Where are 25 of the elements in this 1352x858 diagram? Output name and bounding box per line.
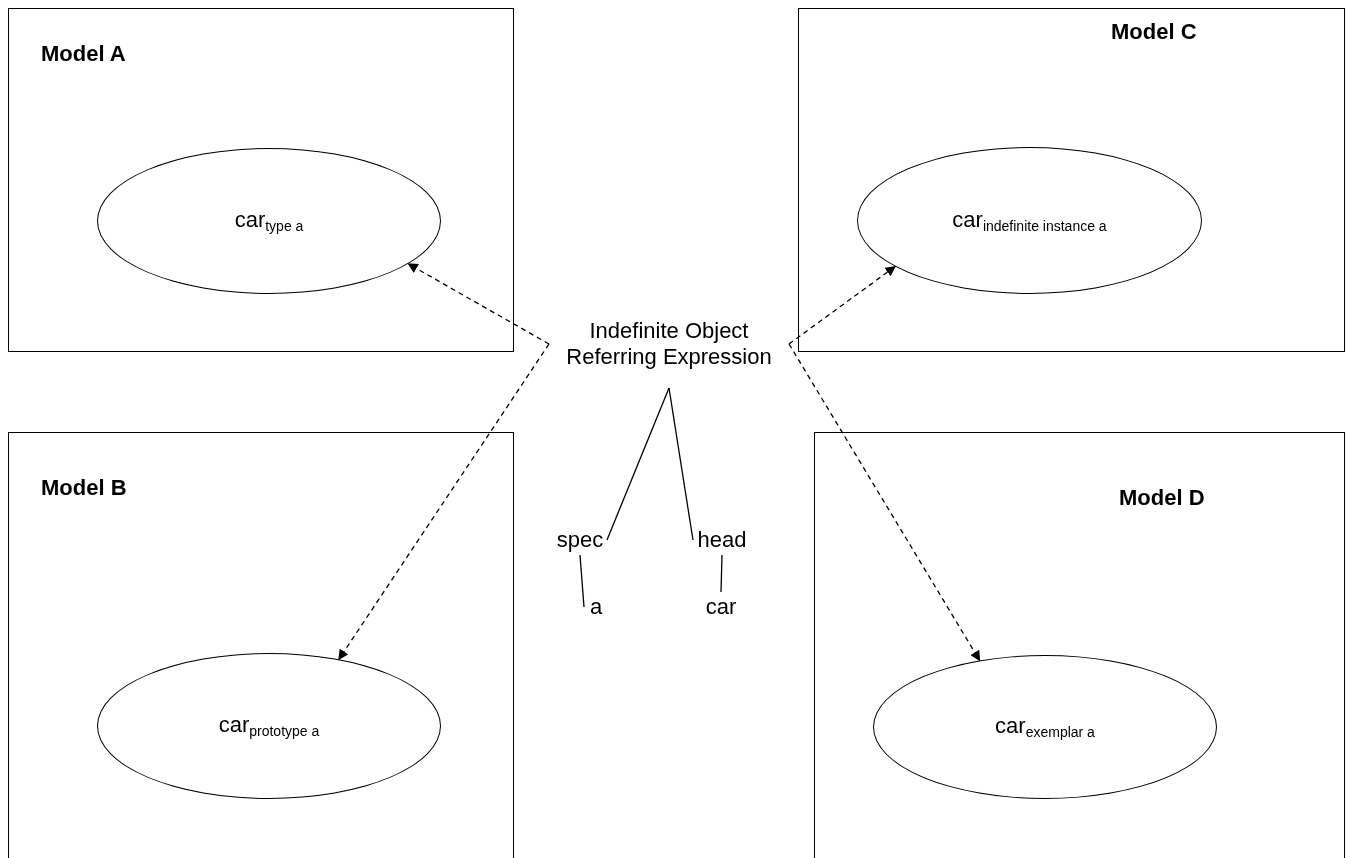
dashed-arrow xyxy=(338,343,550,661)
model-box xyxy=(798,8,1345,352)
model-box xyxy=(8,8,514,352)
tree-branch xyxy=(579,554,585,608)
concept-label: car$_{exemplar a}$ xyxy=(995,712,1095,742)
tree-branch xyxy=(720,554,723,593)
tree-branch xyxy=(668,387,694,541)
model-title: Model C xyxy=(1111,19,1197,45)
dashed-arrow xyxy=(788,343,981,662)
concept-label: car$_{type a}$ xyxy=(234,206,304,236)
phrase-label: spec xyxy=(553,525,607,555)
concept-label: car$_{indefinite instance a}$ xyxy=(952,205,1107,236)
model-box xyxy=(814,432,1345,858)
phrase-label: Indefinite Object Referring Expression xyxy=(549,300,789,388)
dashed-arrow xyxy=(407,263,550,345)
model-title: Model A xyxy=(41,41,126,67)
phrase-label: a xyxy=(584,592,608,622)
phrase-label: car xyxy=(698,592,744,622)
dashed-arrow xyxy=(788,265,896,345)
phrase-label: head xyxy=(693,525,751,555)
model-title: Model D xyxy=(1119,485,1205,511)
concept-label: car$_{prototype a}$ xyxy=(218,711,320,741)
model-box xyxy=(8,432,514,858)
tree-branch xyxy=(606,387,670,541)
model-title: Model B xyxy=(41,475,127,501)
